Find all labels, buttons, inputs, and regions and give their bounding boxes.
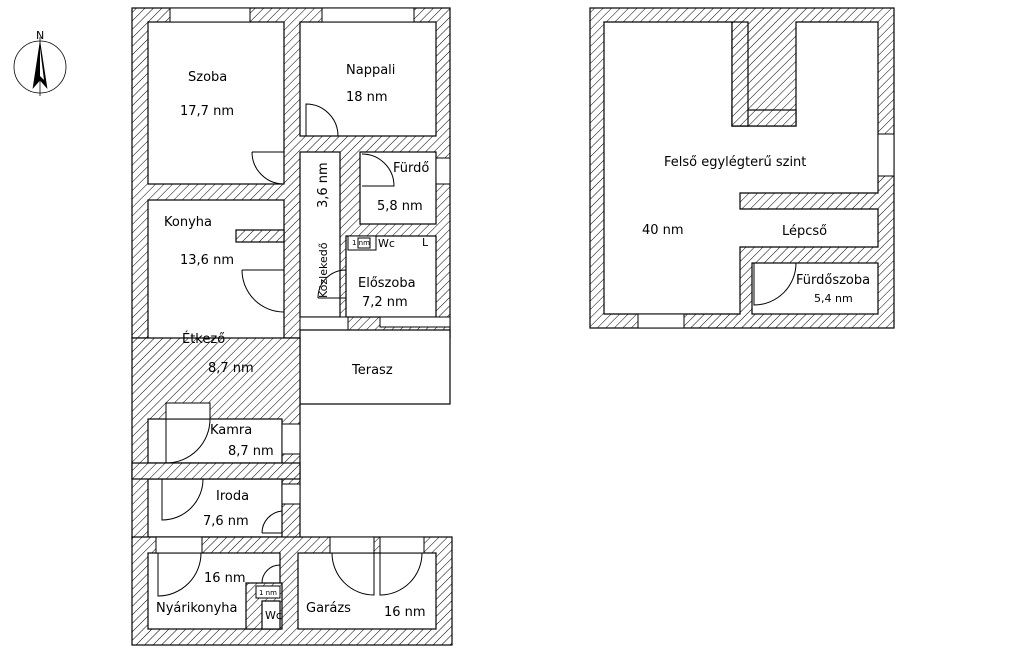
label-nyarikonyha-area: 16 nm xyxy=(204,571,246,586)
label-konyha-area: 13,6 nm xyxy=(180,253,234,268)
label-furdoszoba: Fürdőszoba xyxy=(796,273,870,288)
label-eloszoba: Előszoba xyxy=(358,276,416,291)
upper-floor: Felső egylégterű szint 40 nm Lépcső Fürd… xyxy=(589,7,895,329)
wall-fill xyxy=(131,462,301,480)
label-kamra-area: 8,7 nm xyxy=(228,444,274,459)
room-iroda xyxy=(147,478,283,538)
label-etkezo: Étkező xyxy=(182,331,225,347)
window xyxy=(379,536,425,554)
label-felso: Felső egylégterű szint xyxy=(664,155,806,170)
room-wc2 xyxy=(261,600,281,630)
window xyxy=(281,483,301,505)
room-nappali xyxy=(299,21,437,137)
label-wc2-area: 1 nm xyxy=(259,589,277,597)
room-terasz xyxy=(299,329,451,405)
window xyxy=(321,7,415,23)
label-etkezo-area: 8,7 nm xyxy=(208,361,254,376)
label-szoba-area: 17,7 nm xyxy=(180,104,234,119)
label-felso-area: 40 nm xyxy=(642,223,684,238)
window xyxy=(299,316,349,332)
label-furdo-area: 5,8 nm xyxy=(377,199,423,214)
label-szoba: Szoba xyxy=(188,70,227,85)
window xyxy=(637,313,685,329)
room-kozlekedo xyxy=(299,151,341,318)
door-arc xyxy=(379,552,423,596)
label-furdo: Fürdő xyxy=(393,161,429,176)
compass: N xyxy=(13,29,67,96)
window xyxy=(379,316,451,328)
door-arc xyxy=(241,269,285,313)
label-kamra: Kamra xyxy=(210,423,252,438)
door-arc xyxy=(331,552,375,596)
compass-needle-inner xyxy=(40,48,44,80)
window xyxy=(435,157,451,185)
wc-fixture-inner xyxy=(357,237,371,249)
label-kozlekedo-area: 3,6 nm xyxy=(316,162,331,208)
label-kozlekedo: Közlekedő xyxy=(317,242,330,298)
door-arc xyxy=(305,103,339,137)
door-arc xyxy=(753,262,797,306)
label-wc1-area: 1 nm xyxy=(352,239,370,247)
label-iroda: Iroda xyxy=(216,489,249,504)
room-szoba xyxy=(147,21,285,185)
window xyxy=(877,133,895,177)
door-arc xyxy=(317,269,347,299)
konyha-wall-stub xyxy=(235,229,285,243)
label-garazs-area: 16 nm xyxy=(384,605,426,620)
ground-floor: Szoba 17,7 nm Nappali 18 nm Konyha 13,6 … xyxy=(131,7,453,646)
label-furdoszoba-area: 5,4 nm xyxy=(814,292,853,305)
compass-north-label: N xyxy=(36,29,44,42)
label-eloszoba-area: 7,2 nm xyxy=(362,295,408,310)
label-wc1: Wc xyxy=(378,237,395,250)
door-arc xyxy=(261,510,283,534)
door-arc xyxy=(361,153,395,187)
label-wc2: Wc xyxy=(265,609,282,622)
door-arc xyxy=(161,478,204,521)
label-iroda-area: 7,6 nm xyxy=(203,514,249,529)
window xyxy=(169,7,251,23)
room-furdo xyxy=(359,151,437,225)
window xyxy=(155,536,203,554)
label-l-mark: L xyxy=(422,236,429,249)
room-furdoszoba xyxy=(751,262,879,315)
label-nappali: Nappali xyxy=(346,63,395,78)
label-nyarikonyha: Nyárikonyha xyxy=(156,601,238,616)
door-arc xyxy=(157,552,202,597)
label-terasz: Terasz xyxy=(351,363,393,378)
room-garazs xyxy=(297,552,437,630)
room-kamra xyxy=(147,418,283,464)
stair-wall-vertical xyxy=(731,21,749,127)
door-arc xyxy=(251,151,285,185)
label-konyha: Konyha xyxy=(164,215,212,230)
wc2-fixture xyxy=(255,585,281,599)
label-lepcso: Lépcső xyxy=(782,224,827,239)
door-arc xyxy=(261,564,281,584)
window xyxy=(281,423,301,455)
window xyxy=(165,402,211,420)
label-garazs: Garázs xyxy=(306,601,351,616)
window xyxy=(329,536,375,554)
label-nappali-area: 18 nm xyxy=(346,90,388,105)
